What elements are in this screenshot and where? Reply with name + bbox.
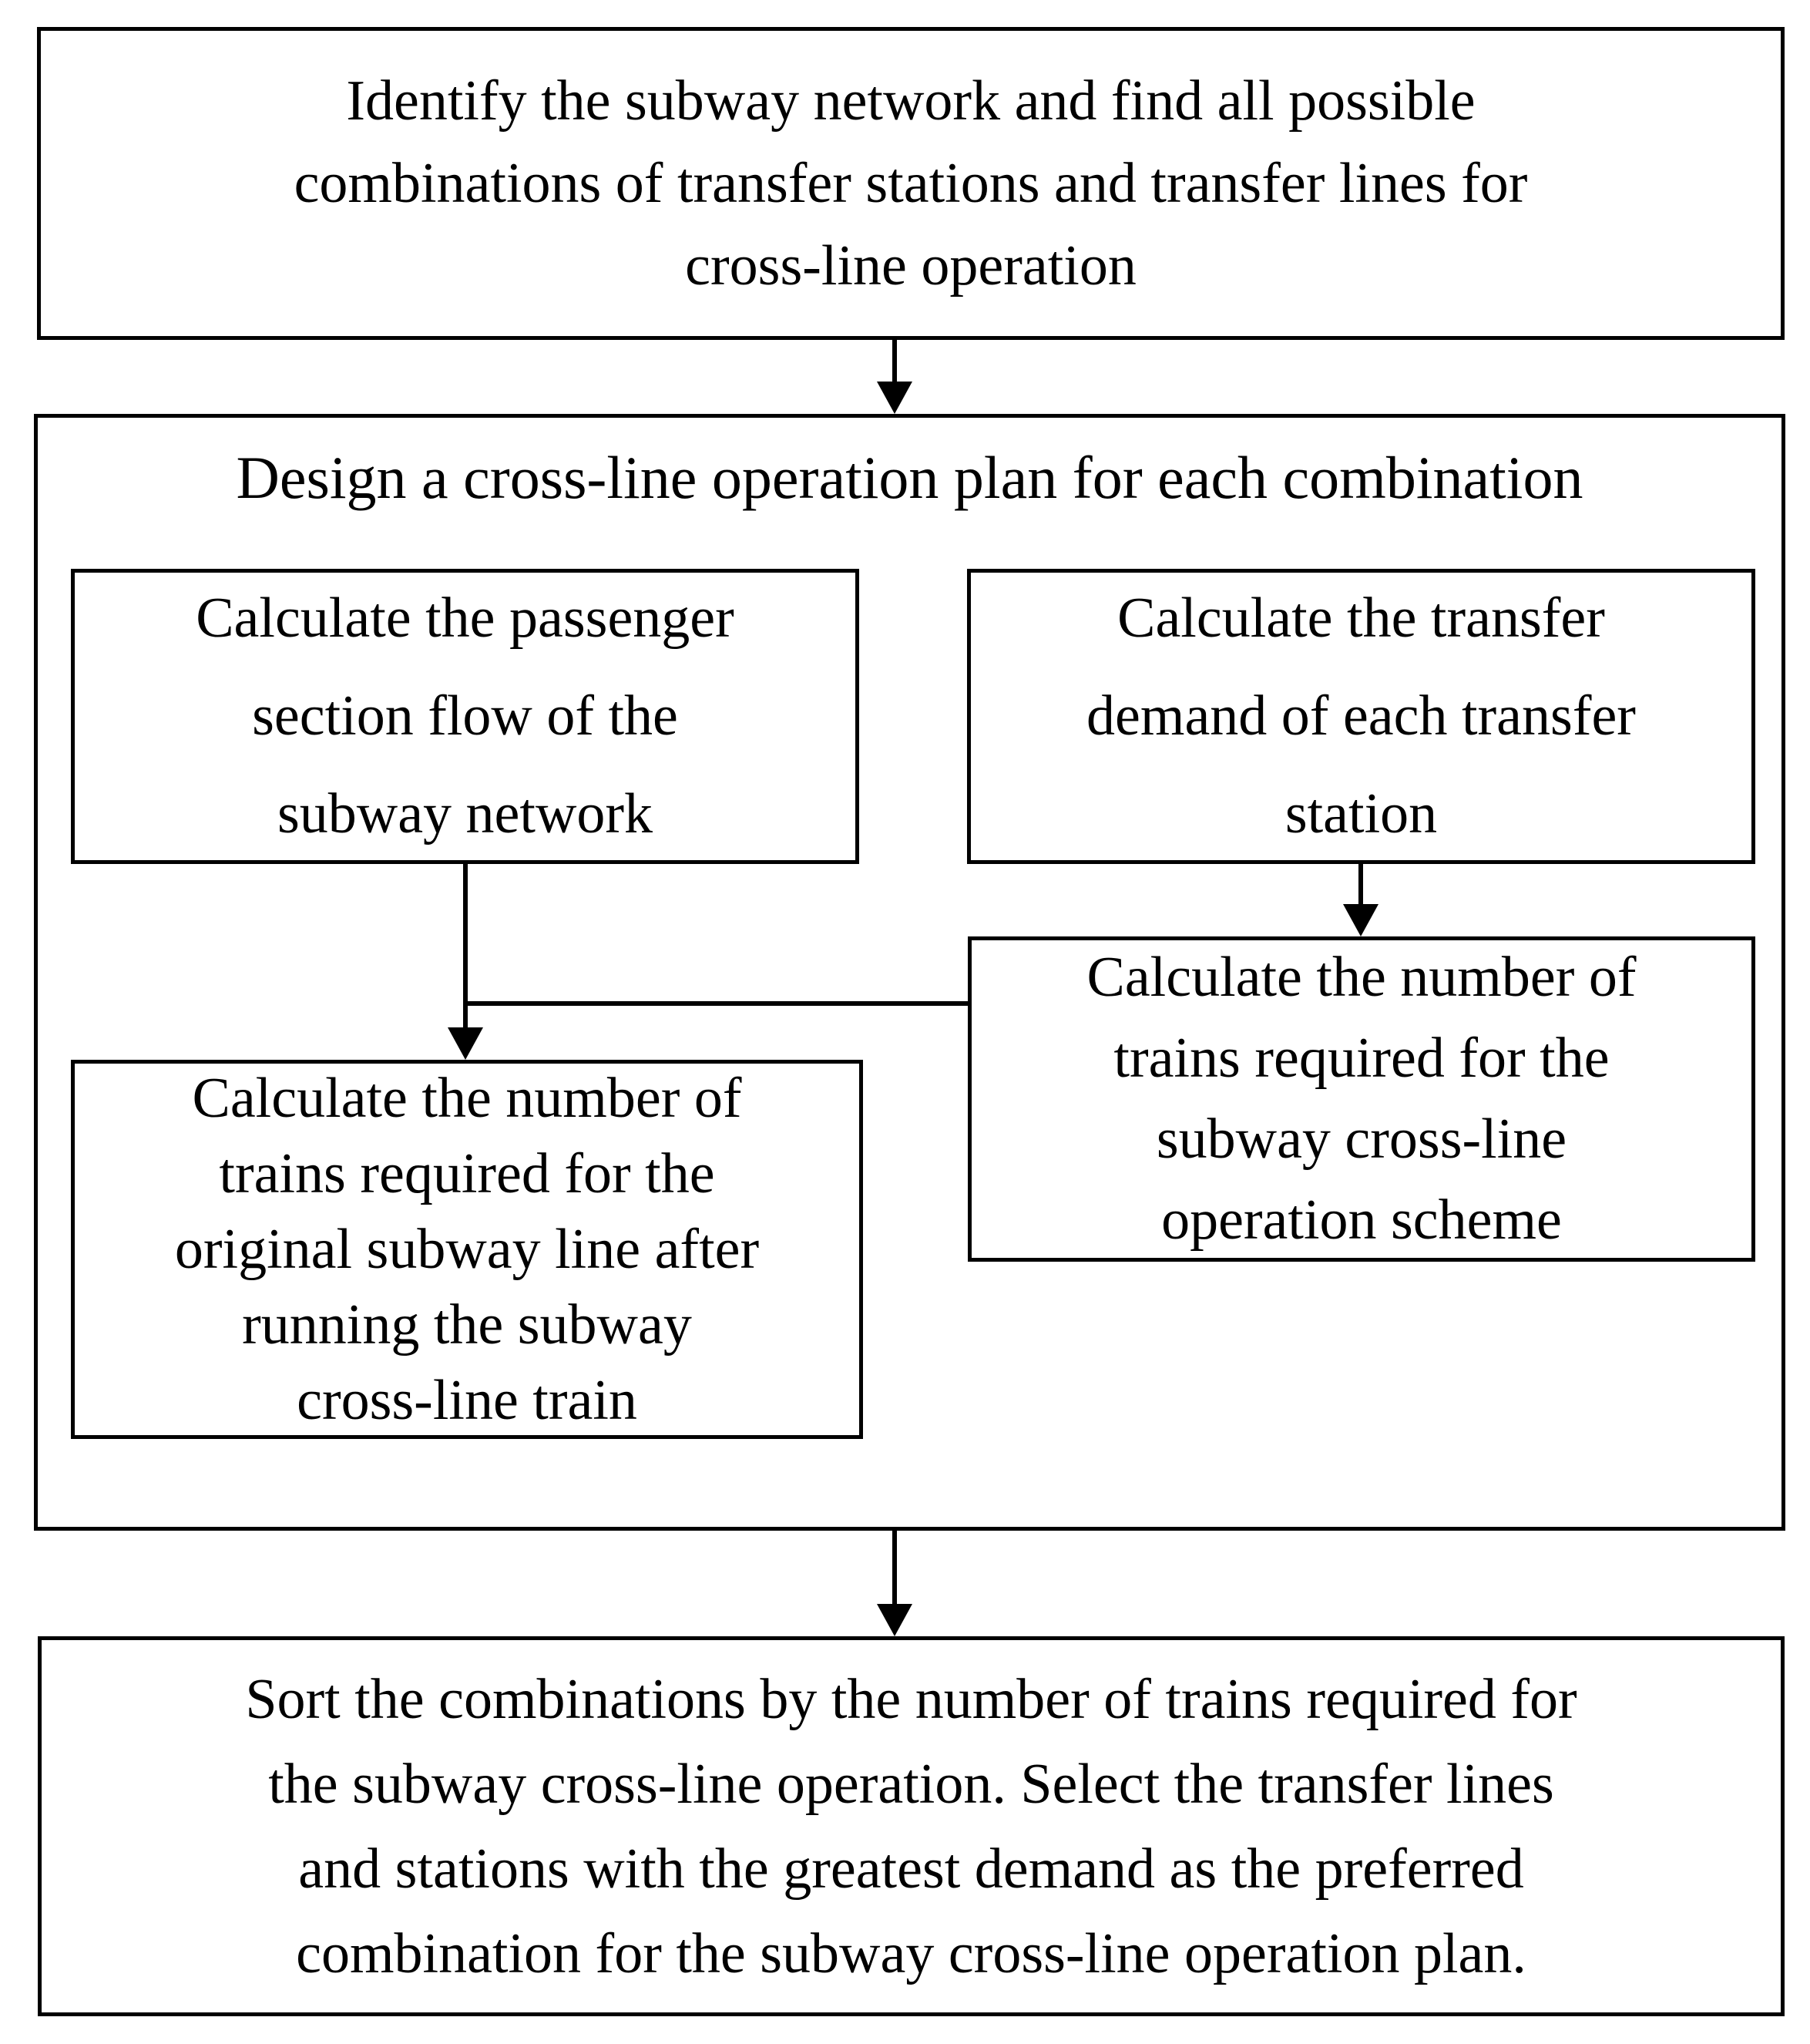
step3-box: Sort the combinations by the number of t… (38, 1636, 1785, 2016)
connector-flow-to-crossline (465, 1001, 968, 1006)
step2-title: Design a cross-line operation plan for e… (236, 444, 1583, 511)
step1-box: Identify the subway network and find all… (37, 27, 1785, 340)
transfer-demand-text: Calculate the transfer demand of each tr… (1086, 587, 1636, 846)
arrow-demand-to-crossline-line (1358, 863, 1363, 906)
arrow-flow-to-original-line (463, 863, 468, 1027)
original-line-trains-box: Calculate the number of trains required … (71, 1060, 863, 1439)
arrow-step2-to-step3-line (892, 1531, 897, 1606)
passenger-flow-text: Calculate the passenger section flow of … (196, 587, 734, 846)
arrow-demand-to-crossline-head (1343, 904, 1378, 936)
arrow-step1-to-step2-line (892, 339, 897, 385)
transfer-demand-box: Calculate the transfer demand of each tr… (967, 569, 1755, 864)
step3-text: Sort the combinations by the number of t… (245, 1667, 1577, 1985)
crossline-trains-box: Calculate the number of trains required … (968, 936, 1755, 1262)
crossline-trains-text: Calculate the number of trains required … (1086, 946, 1637, 1252)
step1-text: Identify the subway network and find all… (294, 69, 1528, 298)
arrow-step2-to-step3-head (877, 1604, 912, 1636)
arrow-flow-to-original-head (448, 1027, 483, 1060)
arrow-step1-to-step2-head (877, 382, 912, 414)
original-line-trains-text: Calculate the number of trains required … (174, 1067, 760, 1432)
passenger-flow-box: Calculate the passenger section flow of … (71, 569, 859, 864)
